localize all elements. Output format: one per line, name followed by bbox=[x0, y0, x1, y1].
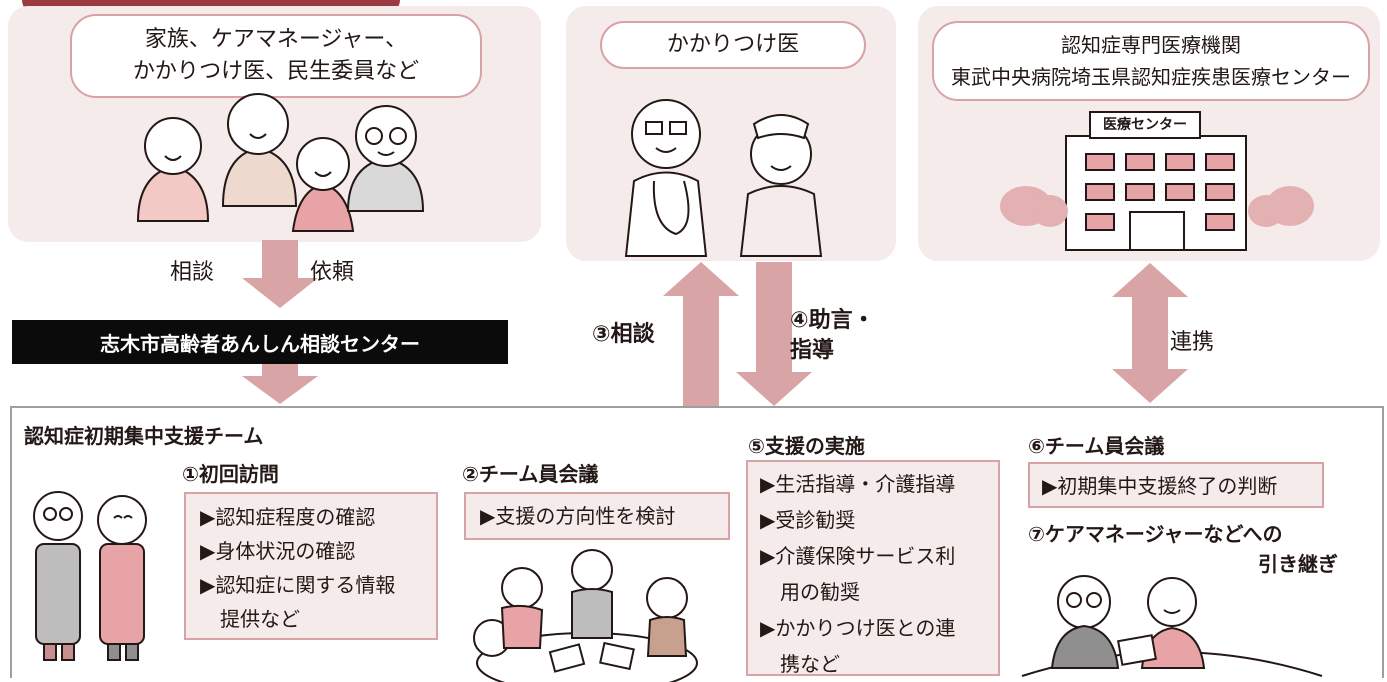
team-staff-illustration bbox=[33, 491, 147, 661]
step1-box: ▶認知症程度の確認 ▶身体状況の確認 ▶認知症に関する情報 提供など bbox=[184, 492, 438, 640]
doctor-label: かかりつけ医 bbox=[600, 21, 866, 69]
family-panel: 家族、ケアマネージャー、 かかりつけ医、民生委員など bbox=[8, 6, 541, 242]
handover-illustration bbox=[1021, 575, 1323, 677]
step5-title: ⑤支援の実施 bbox=[748, 434, 865, 458]
step5-item: ▶生活指導・介護指導 bbox=[760, 472, 956, 496]
center-name-bar: 志木市高齢者あんしん相談センター bbox=[12, 320, 508, 364]
step1-item: ▶身体状況の確認 bbox=[200, 539, 356, 563]
renkei-label: 連携 bbox=[1170, 330, 1215, 355]
doctor-panel: かかりつけ医 bbox=[566, 6, 896, 261]
hospital-panel: 認知症専門医療機関 東武中央病院埼玉県認知症疾患医療センター 医療センター bbox=[918, 6, 1380, 261]
hospital-sign: 医療センター bbox=[1103, 117, 1187, 133]
step2-title: ②チーム員会議 bbox=[462, 462, 599, 486]
step2-item: ▶支援の方向性を検討 bbox=[480, 504, 676, 528]
step4-advice-label: ④助言・ 指導 bbox=[790, 308, 875, 363]
step6-item: ▶初期集中支援終了の判断 bbox=[1042, 474, 1278, 498]
step6-title: ⑥チーム員会議 bbox=[1028, 434, 1165, 458]
family-illustration bbox=[136, 93, 425, 232]
step7-title-line2: 引き継ぎ bbox=[1258, 552, 1338, 576]
meeting-illustration bbox=[473, 549, 698, 682]
step5-item: ▶かかりつけ医との連 bbox=[760, 616, 956, 640]
arrow-up-consult bbox=[663, 262, 739, 407]
step5-item: ▶受診勧奨 bbox=[760, 508, 856, 532]
step1-item: ▶認知症程度の確認 bbox=[200, 505, 376, 529]
step7-title: ⑦ケアマネージャーなどへの bbox=[1028, 522, 1283, 546]
doctor-nurse-illustration bbox=[624, 99, 823, 257]
team-title: 認知症初期集中支援チーム bbox=[24, 424, 264, 448]
step5-box: ▶生活指導・介護指導 ▶受診勧奨 ▶介護保険サービス利 用の勧奨 ▶かかりつけ医… bbox=[746, 460, 1000, 676]
team-box: 認知症初期集中支援チーム ①初回訪問 ▶認知症程度の確認 ▶身体状況の確認 ▶認… bbox=[10, 406, 1384, 682]
arrow-down-advice bbox=[736, 262, 812, 406]
consult-label: 相談 bbox=[170, 260, 215, 285]
arrow-down-to-center bbox=[242, 240, 318, 308]
step1-item: 提供など bbox=[200, 607, 300, 631]
step5-item: 用の勧奨 bbox=[760, 580, 860, 604]
hospital-illustration bbox=[1000, 111, 1314, 251]
step5-item: 携など bbox=[760, 652, 840, 676]
step3-consult-label: ③相談 bbox=[592, 322, 655, 347]
arrow-double-renkei bbox=[1112, 263, 1188, 403]
hospital-label: 認知症専門医療機関 東武中央病院埼玉県認知症疾患医療センター bbox=[932, 21, 1370, 101]
step6-box: ▶初期集中支援終了の判断 bbox=[1028, 462, 1324, 508]
request-label: 依頼 bbox=[310, 260, 355, 285]
step1-item: ▶認知症に関する情報 bbox=[200, 573, 396, 597]
arrow-center-to-team bbox=[242, 364, 318, 404]
family-label: 家族、ケアマネージャー、 かかりつけ医、民生委員など bbox=[70, 14, 482, 98]
step5-item: ▶介護保険サービス利 bbox=[760, 544, 956, 568]
step1-title: ①初回訪問 bbox=[182, 462, 279, 486]
step2-box: ▶支援の方向性を検討 bbox=[464, 492, 730, 540]
